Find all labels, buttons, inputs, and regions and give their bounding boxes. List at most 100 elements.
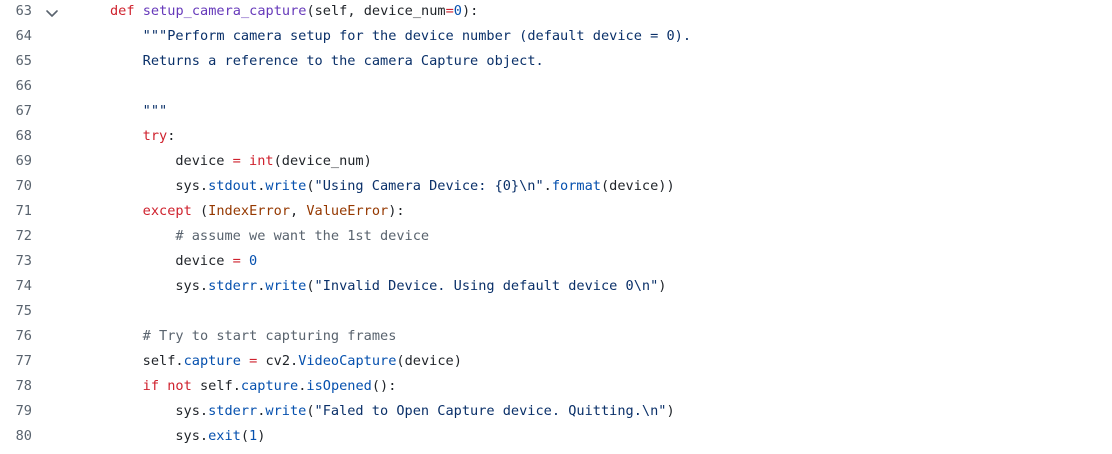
plain-token: sys. <box>175 428 209 444</box>
number-token: 0 <box>249 253 258 269</box>
plain-token: (device_num) <box>273 153 372 169</box>
line-number[interactable]: 78 <box>15 378 32 394</box>
code-line: 64 """Perform camera setup for the device… <box>0 24 1112 49</box>
plain-token: : <box>167 128 176 144</box>
comment-token: # assume we want the 1st device <box>175 228 430 244</box>
plain-token <box>241 253 249 269</box>
function-name-token: setup_camera_capture <box>142 3 307 19</box>
line-number[interactable]: 71 <box>15 203 32 219</box>
plain-token: sys. <box>175 278 209 294</box>
line-number[interactable]: 65 <box>15 53 32 69</box>
code-text: try: <box>143 124 176 149</box>
attribute-token: VideoCapture <box>298 353 397 369</box>
number-token: 1 <box>249 428 258 444</box>
plain-token: . <box>298 378 307 394</box>
attribute-token: stdout <box>208 178 258 194</box>
keyword-token: = <box>445 3 454 19</box>
attribute-token: write <box>265 403 307 419</box>
plain-token: ( <box>306 403 315 419</box>
line-number[interactable]: 79 <box>15 403 32 419</box>
string-token: """Perform camera setup for the device n… <box>142 28 692 44</box>
plain-token: . <box>257 403 266 419</box>
keyword-token: if <box>142 378 160 394</box>
string-token: """ <box>142 103 168 119</box>
code-line: 80 sys.exit(1) <box>0 424 1112 449</box>
plain-token <box>241 353 249 369</box>
line-number[interactable]: 68 <box>15 128 32 144</box>
code-text: # assume we want the 1st device <box>175 224 429 249</box>
line-number[interactable]: 70 <box>15 178 32 194</box>
plain-token: (device)) <box>600 178 675 194</box>
plain-token: sys. <box>175 178 209 194</box>
plain-token <box>159 378 167 394</box>
attribute-token: format <box>551 178 601 194</box>
plain-token: ( <box>306 278 315 294</box>
line-number[interactable]: 76 <box>15 328 32 344</box>
code-text: # Try to start capturing frames <box>143 324 397 349</box>
line-number[interactable]: 77 <box>15 353 32 369</box>
line-number[interactable]: 64 <box>15 28 32 44</box>
plain-token: ( <box>240 428 250 444</box>
line-number[interactable]: 66 <box>15 78 32 94</box>
plain-token: device <box>175 253 233 269</box>
code-line: 79 sys.stderr.write("Faled to Open Captur… <box>0 399 1112 424</box>
line-number[interactable]: 69 <box>15 153 32 169</box>
plain-token <box>135 3 143 19</box>
plain-token: sys. <box>175 403 209 419</box>
plain-token: (): <box>371 378 397 394</box>
code-text: sys.stdout.write("Using Camera Device: {… <box>175 174 674 199</box>
string-token: "Faled to Open Capture device. Quitting.… <box>314 403 667 419</box>
comment-token: # Try to start capturing frames <box>142 328 397 344</box>
plain-token: ( <box>306 178 315 194</box>
line-number[interactable]: 67 <box>15 103 32 119</box>
plain-token: (self, device_num <box>306 3 446 19</box>
keyword-token: = <box>232 153 241 169</box>
code-text: sys.stderr.write("Faled to Open Capture … <box>175 399 674 424</box>
code-line: 67 """ <box>0 99 1112 124</box>
plain-token: cv2. <box>257 353 299 369</box>
attribute-token: exit <box>208 428 241 444</box>
attribute-token: capture <box>183 353 241 369</box>
plain-token: self. <box>142 353 184 369</box>
line-number[interactable]: 72 <box>15 228 32 244</box>
line-number[interactable]: 75 <box>15 303 32 319</box>
plain-token: ) <box>257 428 266 444</box>
line-number[interactable]: 74 <box>15 278 32 294</box>
code-text: Returns a reference to the camera Captur… <box>143 49 544 74</box>
plain-token: . <box>257 178 266 194</box>
string-token: "Invalid Device. Using default device 0\… <box>314 278 659 294</box>
attribute-token: capture <box>240 378 299 394</box>
plain-token: ): <box>461 3 479 19</box>
attribute-token: write <box>265 278 307 294</box>
attribute-token: stderr <box>208 403 258 419</box>
code-line: 69 device = int(device_num) <box>0 149 1112 174</box>
plain-token: device <box>175 153 233 169</box>
code-text: """Perform camera setup for the device n… <box>143 24 691 49</box>
code-line: 65 Returns a reference to the camera Capt… <box>0 49 1112 74</box>
class-name-token: ValueError <box>306 203 389 219</box>
string-token: "Using Camera Device: {0}\n" <box>314 178 544 194</box>
plain-token <box>241 153 249 169</box>
attribute-token: isOpened <box>306 378 372 394</box>
keyword-token: = <box>232 253 241 269</box>
keyword-token: int <box>249 153 274 169</box>
plain-token: ): <box>388 203 405 219</box>
code-line: 76 # Try to start capturing frames <box>0 324 1112 349</box>
code-text: self.capture = cv2.VideoCapture(device) <box>143 349 462 374</box>
line-number[interactable]: 73 <box>15 253 32 269</box>
plain-token: ) <box>658 278 667 294</box>
plain-token: ( <box>191 203 209 219</box>
line-number[interactable]: 80 <box>15 428 32 444</box>
keyword-token: try <box>142 128 168 144</box>
string-token: Returns a reference to the camera Captur… <box>142 53 544 69</box>
chevron-down-icon[interactable] <box>44 5 60 19</box>
line-number[interactable]: 63 <box>15 3 32 19</box>
plain-token: (device) <box>396 353 462 369</box>
code-line: 68 try: <box>0 124 1112 149</box>
code-text: sys.stderr.write("Invalid Device. Using … <box>175 274 666 299</box>
keyword-token: def <box>110 3 135 19</box>
code-text: def setup_camera_capture(self, device_nu… <box>110 0 478 24</box>
code-line: 73 device = 0 <box>0 249 1112 274</box>
